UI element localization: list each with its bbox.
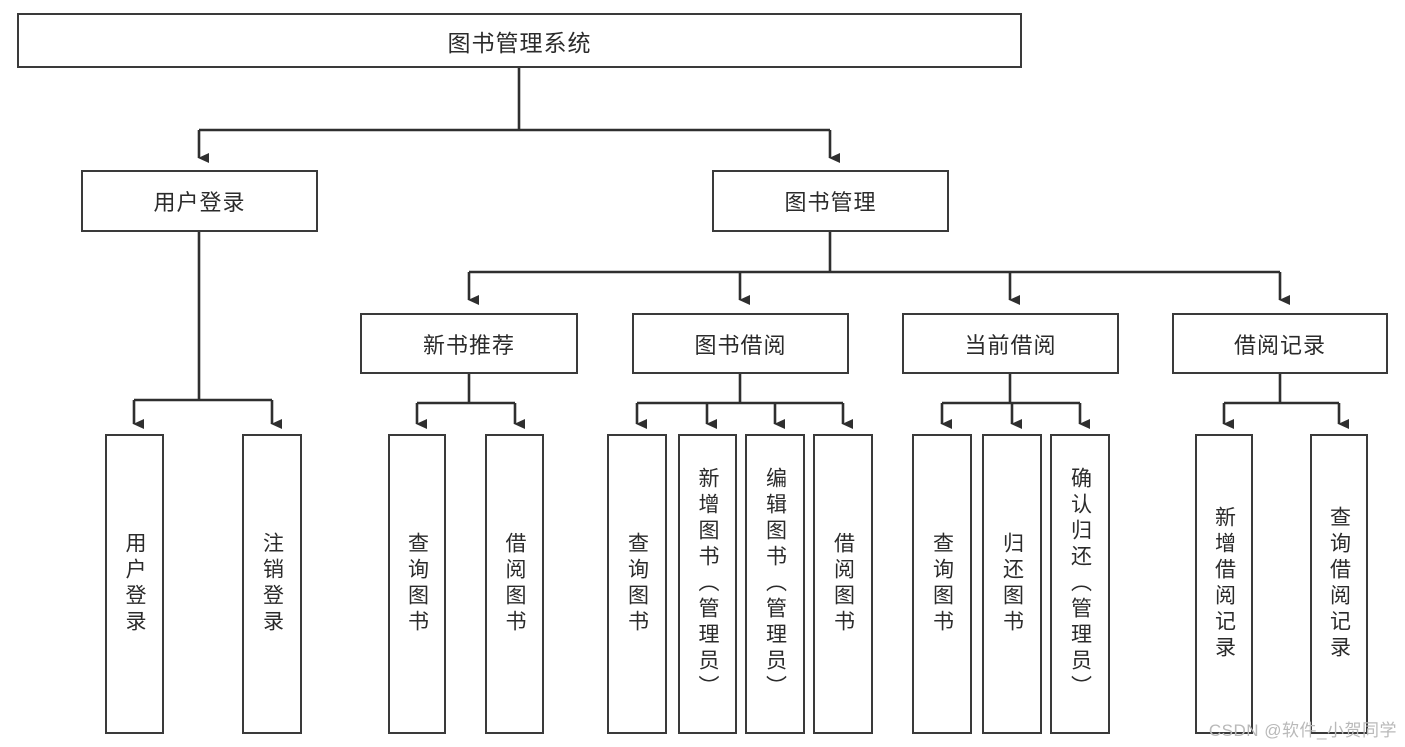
node-book-management[interactable]: 图书管理 <box>712 170 949 232</box>
node-borrow-record[interactable]: 借阅记录 <box>1172 313 1388 374</box>
node-label: 查询图书 <box>930 532 954 636</box>
node-label: 借阅记录 <box>1233 332 1326 358</box>
node-label: 新增借阅记录 <box>1212 506 1236 662</box>
leaf-current-borrow-return[interactable]: 归还图书 <box>982 434 1042 734</box>
node-label: 用户登录 <box>123 532 146 636</box>
node-user-login[interactable]: 用户登录 <box>81 170 318 232</box>
node-label: 编辑图书（管理员） <box>763 467 787 701</box>
leaf-book-borrow-add[interactable]: 新增图书（管理员） <box>678 434 737 734</box>
node-label: 归还图书 <box>1000 532 1024 636</box>
csdn-watermark: CSDN @软件_小贺同学 <box>1208 721 1397 740</box>
node-label: 查询图书 <box>625 532 649 636</box>
node-label: 当前借阅 <box>964 332 1057 358</box>
node-label: 借阅图书 <box>831 532 855 636</box>
node-label: 确认归还（管理员） <box>1068 467 1092 701</box>
leaf-user-login-logout[interactable]: 注销登录 <box>242 434 302 734</box>
leaf-current-borrow-query[interactable]: 查询图书 <box>912 434 972 734</box>
leaf-new-book-borrow[interactable]: 借阅图书 <box>485 434 544 734</box>
leaf-book-borrow-edit[interactable]: 编辑图书（管理员） <box>745 434 805 734</box>
leaf-borrow-record-query[interactable]: 查询借阅记录 <box>1310 434 1368 734</box>
leaf-book-borrow-borrow[interactable]: 借阅图书 <box>813 434 873 734</box>
node-label: 用户登录 <box>153 190 246 215</box>
node-root-system[interactable]: 图书管理系统 <box>17 13 1022 68</box>
node-book-borrow[interactable]: 图书借阅 <box>632 313 849 374</box>
node-new-book-recommend[interactable]: 新书推荐 <box>360 313 578 374</box>
node-label: 新书推荐 <box>422 332 515 358</box>
node-label: 查询借阅记录 <box>1327 506 1351 662</box>
leaf-current-borrow-confirm[interactable]: 确认归还（管理员） <box>1050 434 1110 734</box>
node-label: 图书借阅 <box>694 332 787 358</box>
leaf-new-book-query[interactable]: 查询图书 <box>388 434 446 734</box>
node-label: 注销登录 <box>260 532 284 636</box>
leaf-user-login-login[interactable]: 用户登录 <box>105 434 164 734</box>
node-current-borrow[interactable]: 当前借阅 <box>902 313 1119 374</box>
node-label: 查询图书 <box>405 532 429 636</box>
node-label: 借阅图书 <box>503 532 526 636</box>
node-label: 新增图书（管理员） <box>696 467 719 701</box>
leaf-book-borrow-query[interactable]: 查询图书 <box>607 434 667 734</box>
node-label: 图书管理 <box>784 190 877 215</box>
leaf-borrow-record-add[interactable]: 新增借阅记录 <box>1195 434 1253 734</box>
node-label: 图书管理系统 <box>447 29 592 56</box>
